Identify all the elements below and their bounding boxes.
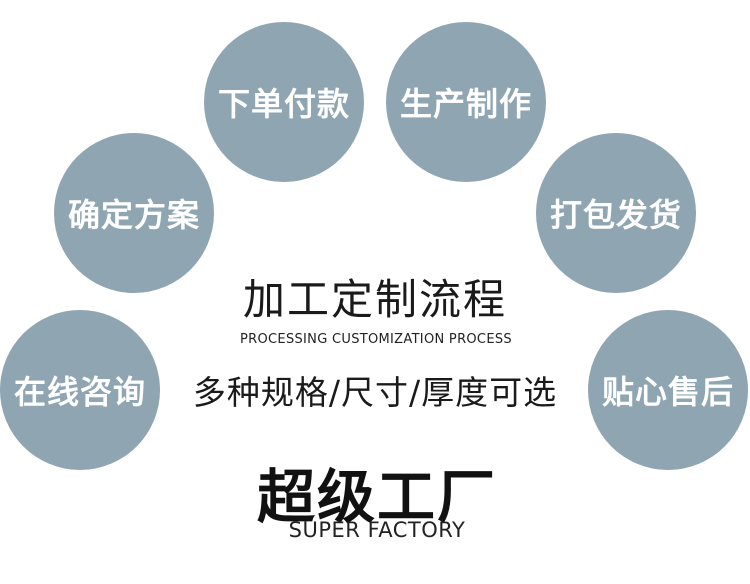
options-subtitle: 多种规格/尺寸/厚度可选: [192, 373, 558, 412]
step-production: 生产制作: [386, 22, 546, 182]
step-label: 生产制作: [399, 85, 532, 123]
brand-title: 超级工厂: [256, 463, 497, 531]
step-order-payment: 下单付款: [204, 22, 364, 182]
brand-title-english: SUPER FACTORY: [288, 518, 466, 542]
process-title-english: PROCESSING CUSTOMIZATION PROCESS: [240, 332, 512, 347]
step-online-consultation: 在线咨询: [0, 310, 160, 470]
step-pack-ship: 打包发货: [536, 133, 696, 293]
step-label: 在线咨询: [13, 373, 146, 411]
step-confirm-plan: 确定方案: [54, 133, 214, 293]
process-title: 加工定制流程: [242, 275, 507, 324]
step-label: 打包发货: [549, 196, 682, 234]
step-after-sales: 贴心售后: [588, 310, 748, 470]
step-label: 下单付款: [217, 85, 350, 123]
step-label: 确定方案: [67, 196, 200, 234]
step-label: 贴心售后: [601, 373, 734, 411]
